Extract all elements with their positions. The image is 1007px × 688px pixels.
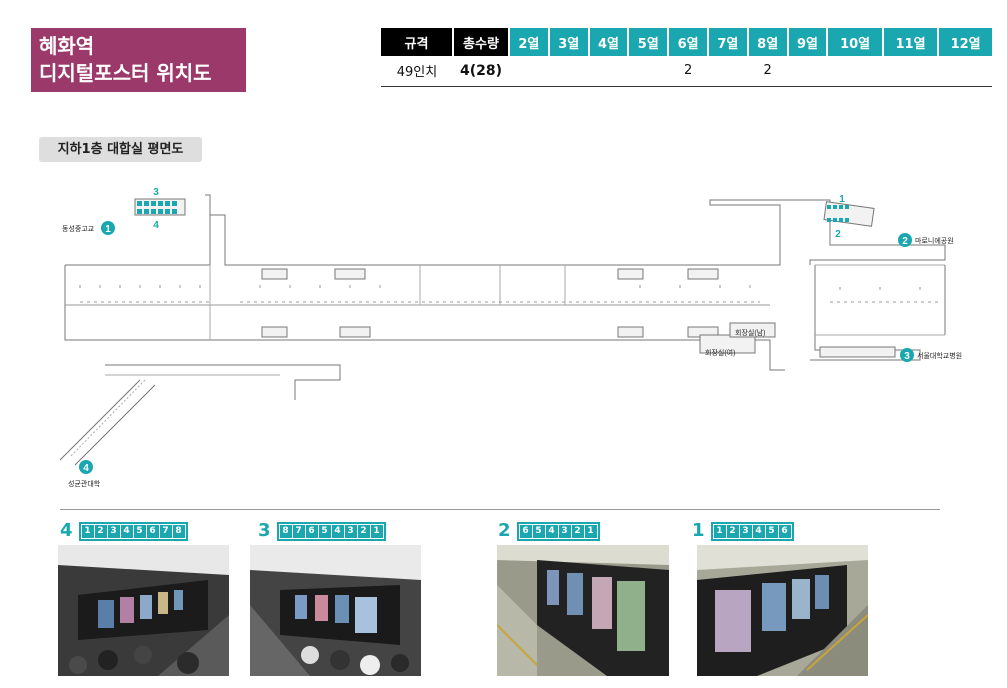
seq-box: 4 [331, 524, 344, 538]
spec-header-size: 규격 [381, 28, 454, 56]
spec-table: 규격 총수량 2열 3열 4열 5열 6열 7열 8열 9열 10열 11열 1… [381, 28, 992, 87]
seq-box: 2 [726, 524, 739, 538]
spec-header-col: 9열 [787, 28, 829, 56]
exit-3-name: 서울대학교병원 [917, 351, 962, 360]
photo-exit-4-escalator [58, 545, 229, 676]
photo-4-sequence: 1 2 3 4 5 6 7 8 [78, 521, 188, 541]
seq-box: 2 [94, 524, 107, 538]
seq-box: 1 [81, 524, 94, 538]
photo-1-sequence: 1 2 3 4 5 6 [710, 521, 794, 541]
photo-2-header: 2 6 5 4 3 2 1 [498, 521, 600, 541]
seq-box: 6 [778, 524, 791, 538]
exit-1-name: 동성중고교 [62, 224, 95, 233]
spec-cell: 2 [747, 56, 788, 87]
floor-plan-map: 1 2 3 4 3 4 1 2 동성중고교 마로니에공원 서울대학교병원 성균관… [40, 175, 980, 495]
photo-4-number: 4 [60, 520, 73, 541]
seq-box: 3 [558, 524, 571, 538]
spec-cell [707, 56, 748, 87]
escalator-1-label: 1 [839, 194, 845, 205]
spec-header-col: 2열 [509, 28, 550, 56]
spec-header-col: 6열 [668, 28, 709, 56]
exit-2-name: 마로니에공원 [915, 236, 954, 245]
spec-data-row: 49인치 4(28) 2 2 [381, 56, 992, 87]
spec-cell: 2 [668, 56, 708, 87]
seq-box: 2 [357, 524, 370, 538]
section-divider [60, 509, 940, 510]
title-line-2: 디지털포스터 위치도 [39, 61, 212, 85]
spec-header-col: 12열 [938, 28, 992, 56]
photo-1-header: 1 1 2 3 4 5 6 [692, 521, 794, 541]
seq-box: 6 [146, 524, 159, 538]
photo-exit-1-stairs [697, 545, 868, 676]
photo-1-number: 1 [692, 520, 705, 541]
exit-3-number: 3 [904, 351, 910, 362]
photo-3-sequence: 8 7 6 5 4 3 2 1 [276, 521, 386, 541]
title-line-1: 혜화역 [39, 34, 95, 58]
spec-header-col: 10열 [827, 28, 884, 56]
stair-blocks [134, 198, 896, 358]
seq-box: 5 [765, 524, 778, 538]
restroom-women-label: 회장실(여) [705, 348, 735, 357]
seq-box: 4 [545, 524, 558, 538]
spec-cell [588, 56, 629, 87]
escalator-4-label: 4 [153, 220, 159, 231]
seq-box: 5 [318, 524, 331, 538]
spec-header-col: 11열 [882, 28, 940, 56]
exit-4-name: 성균관대학 [68, 479, 101, 488]
spec-cell [548, 56, 589, 87]
seq-box: 4 [120, 524, 133, 538]
spec-header-row: 규격 총수량 2열 3열 4열 5열 6열 7열 8열 9열 10열 11열 1… [381, 28, 992, 56]
restroom-men-label: 회장실(남) [735, 328, 765, 337]
spec-header-col: 7열 [707, 28, 749, 56]
photo-3-header: 3 8 7 6 5 4 3 2 1 [258, 521, 386, 541]
spec-header-total: 총수량 [453, 28, 510, 56]
seq-box: 3 [344, 524, 357, 538]
seq-box: 2 [571, 524, 584, 538]
photo-4-header: 4 1 2 3 4 5 6 7 8 [60, 521, 188, 541]
seq-box: 3 [739, 524, 752, 538]
poster-markers [137, 201, 849, 222]
title-box: 혜화역 디지털포스터 위치도 [31, 28, 246, 92]
floor-plan-label: 지하1층 대합실 평면도 [39, 137, 202, 162]
exit-2-number: 2 [902, 236, 908, 247]
escalator-2-label: 2 [835, 229, 841, 240]
seq-box: 1 [713, 524, 726, 538]
spec-cell [827, 56, 883, 87]
spec-header-col: 3열 [548, 28, 590, 56]
seq-box: 8 [279, 524, 292, 538]
exit-4-number: 4 [83, 463, 89, 474]
photo-exit-2-stairs [497, 545, 669, 676]
spec-cell [509, 56, 549, 87]
seq-box: 3 [107, 524, 120, 538]
escalator-3-label: 3 [153, 187, 159, 198]
spec-cell [938, 56, 992, 87]
photo-3-number: 3 [258, 520, 271, 541]
photo-2-number: 2 [498, 520, 511, 541]
seq-box: 6 [519, 524, 532, 538]
spec-cell-size: 49인치 [381, 56, 453, 87]
seq-box: 6 [305, 524, 318, 538]
exit-circles [79, 221, 914, 474]
photo-exit-3-escalator [250, 545, 421, 676]
exit-1-number: 1 [105, 224, 111, 235]
seq-box: 7 [292, 524, 305, 538]
seq-box: 7 [159, 524, 172, 538]
columns [79, 285, 921, 290]
seq-box: 5 [532, 524, 545, 538]
spec-header-col: 8열 [747, 28, 789, 56]
spec-cell-total: 4(28) [453, 56, 509, 87]
seq-box: 1 [370, 524, 383, 538]
seq-box: 4 [752, 524, 765, 538]
photo-2-sequence: 6 5 4 3 2 1 [516, 521, 600, 541]
seq-box: 1 [584, 524, 597, 538]
seq-box: 8 [172, 524, 185, 538]
seq-box: 5 [133, 524, 146, 538]
spec-header-col: 4열 [588, 28, 630, 56]
concourse-outline [59, 194, 946, 466]
spec-cell [882, 56, 939, 87]
spec-cell [628, 56, 669, 87]
spec-header-col: 5열 [628, 28, 670, 56]
spec-cell [787, 56, 828, 87]
